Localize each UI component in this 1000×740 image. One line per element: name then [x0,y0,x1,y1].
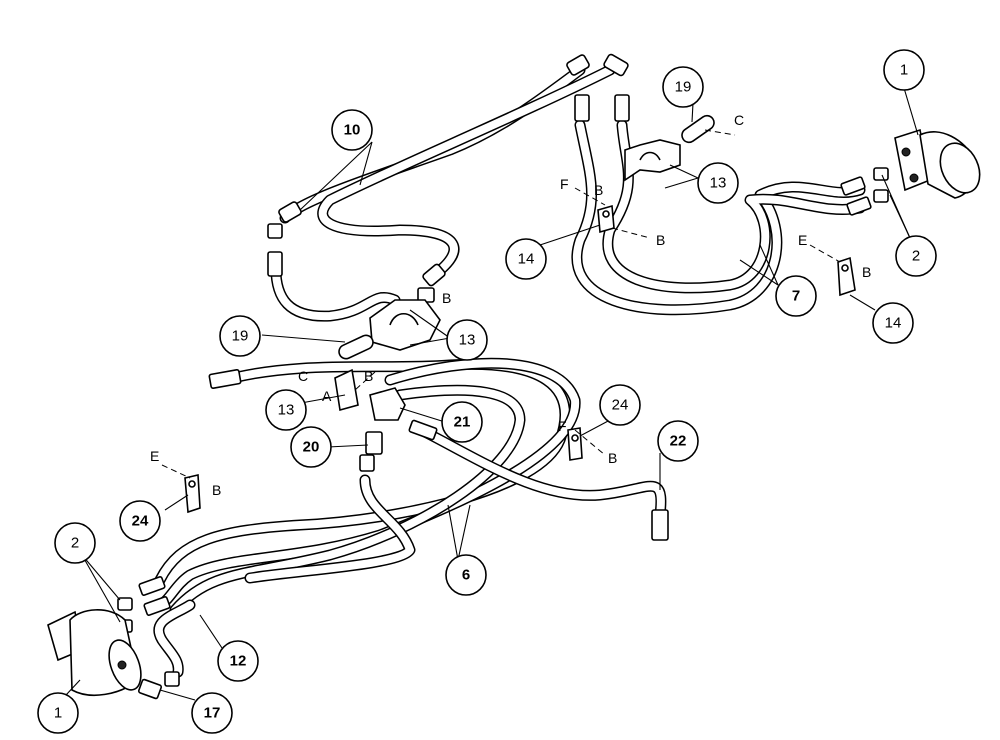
callout-7: 7 [775,275,817,317]
svg-text:1: 1 [54,705,62,722]
callout-10: 10 [331,109,373,151]
letter-b-right: B [862,264,871,280]
letter-c-top: C [734,112,744,128]
leader-lines [65,87,919,701]
hose-assembly-7 [571,119,866,316]
sleeve-19-top [681,114,715,144]
hose-assembly-6 [154,357,581,616]
letter-b-mid1: B [442,290,451,306]
callout-20: 20 [290,426,332,468]
callout-13-top: 13 [697,162,739,204]
callout-24-right: 24 [599,384,641,426]
svg-text:17: 17 [204,705,221,722]
sleeve-19-mid [338,334,374,360]
hose-assembly-22 [419,426,667,521]
reference-lines [161,129,841,479]
letter-f-top: F [560,176,569,192]
callout-17: 17 [191,692,233,734]
callout-13-left: 13 [265,389,307,431]
letter-b-left: B [212,482,221,498]
callout-21: 21 [441,401,483,443]
motor-top-right [894,128,981,199]
svg-text:22: 22 [670,433,687,450]
callout-2-right: 2 [895,235,937,277]
svg-text:1: 1 [900,62,908,79]
callout-14-left: 14 [505,238,547,280]
callouts: 1 2 19 13 14 7 14 10 19 13 13 21 20 24 2… [37,49,937,734]
letter-e-right: E [798,232,807,248]
svg-text:21: 21 [454,414,471,431]
svg-text:2: 2 [71,535,79,552]
hose-assembly-12 [153,474,416,678]
callout-1-bottom: 1 [37,692,79,734]
svg-text:7: 7 [792,288,800,305]
fittings [117,53,889,700]
svg-text:14: 14 [885,315,902,332]
svg-text:19: 19 [232,328,249,345]
reference-letters: C F B B E B B C B A F B E B [150,112,871,498]
svg-text:20: 20 [303,439,320,456]
clamp-13-left [334,368,359,412]
letter-e-left: E [150,448,159,464]
callout-6: 6 [445,554,487,596]
callout-13-mid: 13 [446,319,488,361]
svg-text:19: 19 [675,79,692,96]
callout-2-left: 2 [54,522,96,564]
svg-text:24: 24 [612,397,629,414]
letter-b-top2: B [656,232,665,248]
svg-text:6: 6 [462,567,470,584]
clamp-24-right [567,427,583,461]
callout-19-top: 19 [662,66,704,108]
letter-b-right2: B [608,450,617,466]
letter-b-mid2: B [364,368,373,384]
callout-22: 22 [657,420,699,462]
clamp-13-mid [369,299,441,351]
motor-bottom-left [47,609,142,696]
svg-text:2: 2 [912,248,920,265]
callout-24-left: 24 [119,500,161,542]
clamp-13-top [624,139,681,182]
letter-a-mid: A [322,388,332,404]
callout-14-right: 14 [872,302,914,344]
svg-text:13: 13 [278,402,295,419]
svg-text:24: 24 [132,513,149,530]
svg-text:13: 13 [459,332,476,349]
svg-text:14: 14 [518,251,535,268]
clamp-24-left [184,474,201,514]
clamp-14-right [837,256,856,297]
letter-f-right: F [558,418,567,434]
svg-text:13: 13 [710,175,727,192]
callout-1-top: 1 [883,49,925,91]
callout-12: 12 [217,640,259,682]
svg-text:12: 12 [230,653,247,670]
callout-19-mid: 19 [219,315,261,357]
svg-text:10: 10 [344,122,361,139]
letter-c-mid: C [298,368,308,384]
clamp-14-top [597,204,615,234]
hose-assembly-10 [270,64,616,322]
letter-b-top1: B [594,182,603,198]
